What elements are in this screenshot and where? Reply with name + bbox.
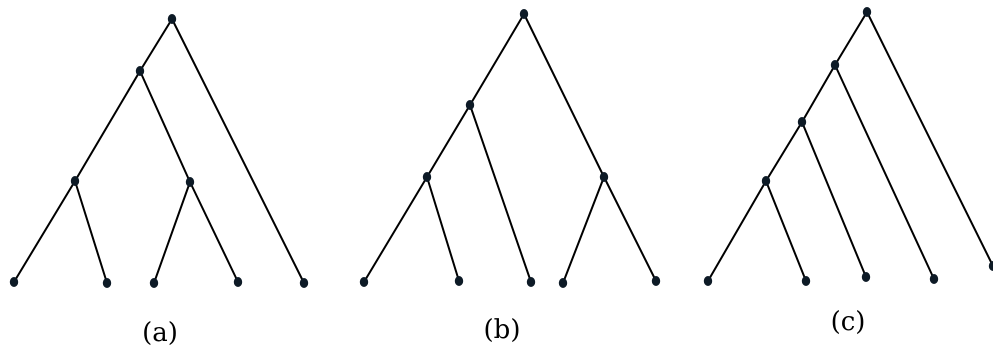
tree-c-leaf-node-2 [801,276,811,286]
tree-b-leaf-node-2-edge [426,176,460,282]
panel-label-a: (a) [142,318,178,348]
tree-c-leaf-node-1-edge [707,180,767,282]
tree-a-leaf-node-3 [149,278,159,288]
tree-a-leaf-node-3-edge [153,181,191,284]
tree-a-internal-node-4-edge [139,70,191,183]
panel-label-c: (c) [830,307,866,337]
tree-c-leaf-node-5-edge [866,11,993,267]
tree-b-leaf-node-5-edge [603,176,657,282]
tree-b-leaf-node-4 [558,278,568,288]
tree-c-internal-node-3 [797,117,807,127]
tree-c-leaf-node-4-edge [834,64,935,280]
tree-c-internal-node-4 [761,176,771,186]
tree-b-internal-node-1 [519,9,529,19]
tree-b-internal-node-3-edge [426,104,471,178]
tree-b-leaf-node-1-edge [363,176,428,283]
tree-b-internal-node-4-edge [523,13,605,178]
tree-c-internal-node-3-edge [801,64,836,123]
tree-b-internal-node-2 [465,100,475,110]
panel-label-b: (b) [483,315,521,345]
tree-a-leaf-node-2-edge [74,180,108,284]
tree-a-internal-node-2-edge [139,18,173,72]
tree-b-leaf-node-2 [454,276,464,286]
tree-b-internal-node-2-edge [469,13,525,106]
tree-a-leaf-node-5-edge [171,18,305,284]
tree-c-leaf-node-1 [703,276,713,286]
tree-a-leaf-node-4-edge [189,181,239,283]
tree-a-leaf-node-5 [299,278,309,288]
tree-c-internal-node-2-edge [834,11,868,66]
tree-a-leaf-node-1 [9,277,19,287]
tree-c-leaf-node-4 [929,274,939,284]
tree-c-leaf-node-5 [988,261,993,271]
tree-a-internal-node-1 [167,14,177,24]
tree-a-internal-node-3-edge [74,70,141,182]
tree-c-internal-node-4-edge [765,121,803,182]
tree-a-leaf-node-1-edge [13,180,76,283]
tree-b-leaf-node-1 [359,277,369,287]
tree-b-leaf-node-5 [651,276,661,286]
tree-c-leaf-node-3-edge [801,121,867,278]
tree-a [9,14,309,288]
tree-b-internal-node-3 [422,172,432,182]
tree-b [359,9,661,288]
tree-a-internal-node-3 [70,176,80,186]
tree-a-leaf-node-2 [102,278,112,288]
tree-b-internal-node-4 [599,172,609,182]
tree-c-internal-node-1 [862,7,872,17]
tree-a-leaf-node-4 [233,277,243,287]
tree-b-leaf-node-4-edge [562,176,605,284]
tree-c-internal-node-2 [830,60,840,70]
tree-a-internal-node-4 [185,177,195,187]
tree-c-leaf-node-2-edge [765,180,807,282]
tree-c [703,7,993,286]
tree-b-leaf-node-3 [526,277,536,287]
tree-a-internal-node-2 [135,66,145,76]
tree-b-leaf-node-3-edge [469,104,532,283]
tree-c-leaf-node-3 [861,272,871,282]
